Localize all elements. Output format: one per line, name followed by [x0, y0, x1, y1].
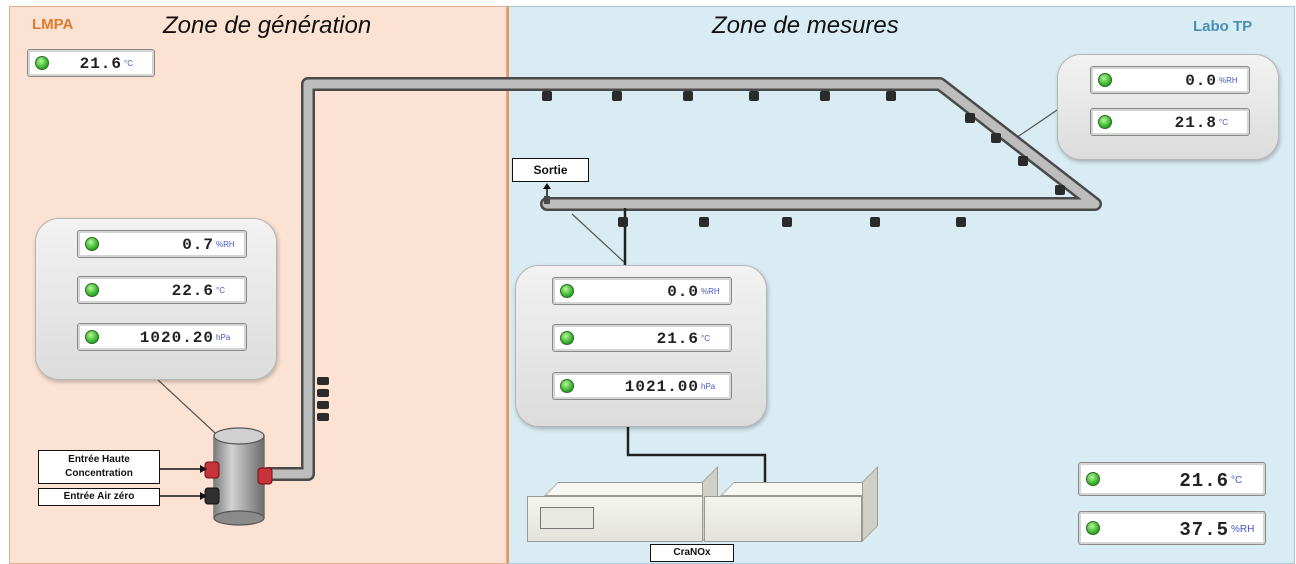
- readout-unit: %RH: [1219, 76, 1238, 85]
- leader-line-loop: [1012, 107, 1061, 141]
- readout-value: 21.8: [1174, 114, 1217, 132]
- readout-unit: %RH: [1231, 524, 1255, 535]
- readout-unit: °C: [1231, 475, 1243, 486]
- readout-unit: °C: [124, 59, 133, 68]
- zone-mesures-title: Zone de mesures: [712, 12, 899, 39]
- lmpa-label: LMPA: [32, 16, 74, 33]
- status-led: [560, 331, 574, 345]
- gen-humidity-readout: 0.7 %RH: [77, 230, 247, 258]
- outlet-fitting: [257, 467, 273, 485]
- zone-generation-title: Zone de génération: [163, 12, 372, 39]
- readout-value: 21.6: [79, 55, 122, 73]
- sortie-humidity-readout: 0.0 %RH: [552, 277, 732, 305]
- loop-humidity-readout: 0.0 %RH: [1090, 66, 1250, 94]
- lmpa-temperature-readout: 21.6 °C: [27, 49, 155, 77]
- status-led: [1086, 472, 1100, 486]
- readout-value: 21.6: [656, 330, 699, 348]
- readout-value: 21.6: [1179, 470, 1229, 492]
- cranox-cable: [626, 425, 767, 482]
- status-led: [1098, 115, 1112, 129]
- readout-value: 0.0: [1185, 72, 1217, 90]
- readout-unit: °C: [216, 286, 225, 295]
- sortie-pressure-readout: 1021.00 hPa: [552, 372, 732, 400]
- entree-haute-label: Entrée Haute Concentration: [38, 450, 160, 484]
- readout-unit: hPa: [216, 333, 231, 342]
- status-led: [85, 330, 99, 344]
- entree-air-label: Entrée Air zéro: [38, 488, 160, 506]
- sortie-label: Sortie: [512, 158, 589, 182]
- status-led: [1086, 521, 1100, 535]
- status-led: [85, 283, 99, 297]
- pipe-ports-top: [542, 91, 896, 101]
- readout-value: 1021.00: [624, 378, 699, 396]
- cranox-label: CraNOx: [650, 544, 734, 562]
- status-led: [85, 237, 99, 251]
- cranox-display: [540, 507, 594, 529]
- loop-temperature-readout: 21.8 °C: [1090, 108, 1250, 136]
- readout-value: 1020.20: [139, 329, 214, 347]
- generator-cylinder: [213, 427, 265, 526]
- status-led: [35, 56, 49, 70]
- pipe-ports-vertical: [317, 377, 329, 421]
- inlet-fitting-air: [204, 487, 220, 505]
- readout-value: 37.5: [1179, 519, 1229, 541]
- readout-unit: °C: [701, 334, 710, 343]
- readout-value: 22.6: [171, 282, 214, 300]
- readout-value: 0.7: [182, 236, 214, 254]
- readout-value: 0.0: [667, 283, 699, 301]
- readout-unit: %RH: [701, 287, 720, 296]
- readout-unit: hPa: [701, 382, 716, 391]
- status-led: [1098, 73, 1112, 87]
- readout-unit: °C: [1219, 118, 1228, 127]
- leader-line-sortie: [571, 213, 625, 263]
- readout-unit: %RH: [216, 240, 235, 249]
- labo-tp-label: Labo TP: [1193, 18, 1253, 35]
- gen-temperature-readout: 22.6 °C: [77, 276, 247, 304]
- labo-humidity-readout: 37.5 %RH: [1078, 511, 1266, 545]
- status-led: [560, 284, 574, 298]
- pipe-ports-bottom: [618, 217, 966, 227]
- sortie-temperature-readout: 21.6 °C: [552, 324, 732, 352]
- pipe-ports-diagonal: [965, 113, 1065, 195]
- labo-temperature-readout: 21.6 °C: [1078, 462, 1266, 496]
- gen-pressure-readout: 1020.20 hPa: [77, 323, 247, 351]
- status-led: [560, 379, 574, 393]
- inlet-fitting-high: [204, 461, 220, 479]
